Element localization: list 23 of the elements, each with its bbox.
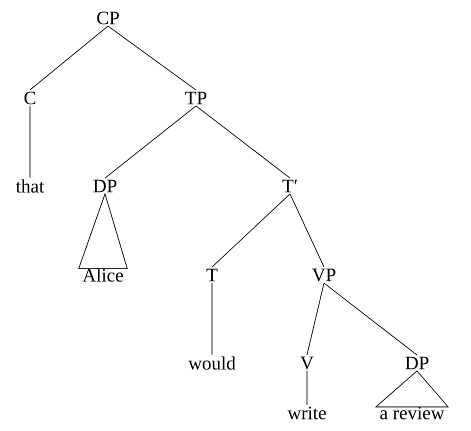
category-label: DP [405, 356, 428, 370]
category-label: TP [185, 92, 206, 104]
branch-line [30, 26, 108, 90]
word-label: a review [380, 406, 444, 420]
category-label: T′ [282, 180, 297, 192]
word-label: that [16, 179, 44, 193]
word-label: write [288, 406, 326, 420]
branch-line [196, 106, 290, 178]
branch-line [104, 106, 196, 178]
category-label: DP [93, 180, 116, 192]
branch-line [290, 194, 324, 268]
branch-line [108, 26, 196, 90]
category-label: C [24, 92, 36, 104]
branch-line [212, 194, 290, 268]
category-label: V [300, 356, 314, 370]
word-label: would [188, 356, 236, 370]
category-label: VP [312, 268, 336, 282]
word-label: Alice [82, 268, 123, 282]
branch-line [306, 282, 324, 356]
branch-line [324, 282, 418, 356]
category-label: CP [97, 12, 119, 24]
category-label: T [206, 268, 218, 282]
branch-line [306, 370, 308, 406]
